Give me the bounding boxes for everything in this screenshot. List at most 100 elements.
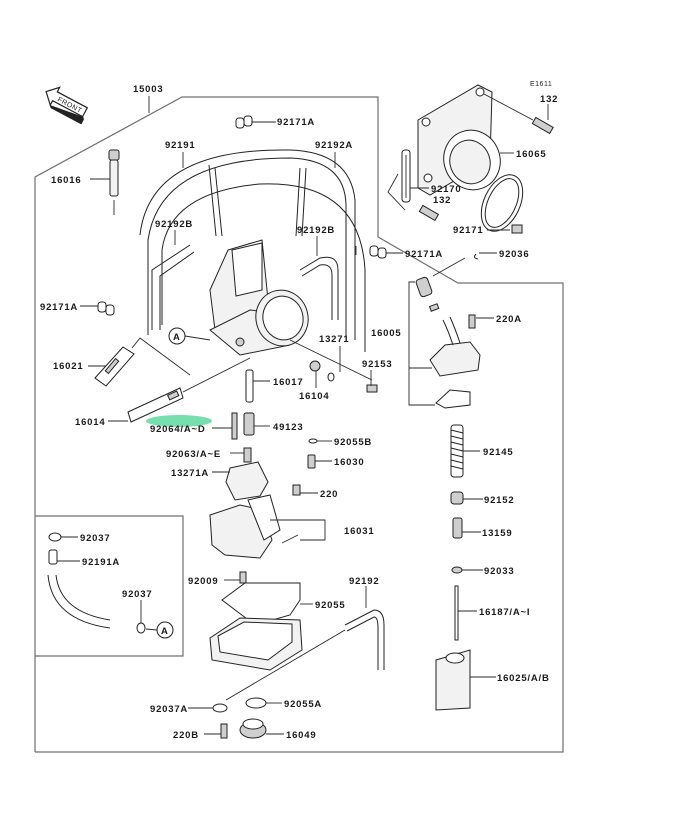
valve-16104[interactable]	[309, 360, 321, 372]
label-92171[interactable]: 92171	[453, 225, 483, 236]
bolt-132-mid[interactable]	[418, 204, 440, 222]
jet-16030[interactable]	[307, 454, 316, 469]
label-16104[interactable]: 16104	[299, 391, 329, 402]
plug-16049[interactable]	[239, 718, 267, 739]
label-92192A[interactable]: 92192A	[315, 140, 353, 151]
label-15003[interactable]: 15003	[133, 84, 163, 95]
label-92192[interactable]: 92192	[349, 576, 379, 587]
label-13271[interactable]: 13271	[319, 334, 349, 345]
retainer-92152[interactable]	[450, 491, 464, 505]
screw-92153[interactable]	[366, 384, 378, 393]
top-cap-16005[interactable]	[408, 276, 481, 409]
label-16025[interactable]: 16025/A/B	[497, 673, 550, 684]
reference-code: E1611	[530, 81, 552, 88]
label-92191A[interactable]: 92191A	[82, 557, 120, 568]
label-16187[interactable]: 16187/A~I	[479, 607, 530, 618]
clamp-92171[interactable]	[473, 168, 531, 238]
label-92152[interactable]: 92152	[484, 495, 514, 506]
label-16030[interactable]: 16030	[334, 457, 364, 468]
screw-16014[interactable]	[127, 357, 251, 423]
screw-16021[interactable]	[94, 337, 191, 387]
label-16014[interactable]: 16014	[75, 417, 105, 428]
label-92192B-right[interactable]: 92192B	[297, 225, 335, 236]
hose-92192[interactable]	[225, 609, 385, 701]
label-92145[interactable]: 92145	[483, 447, 513, 458]
assembly-frame	[34, 96, 564, 753]
label-92033[interactable]: 92033	[484, 566, 514, 577]
clip-92033[interactable]	[451, 566, 463, 574]
cap-92037-mid[interactable]	[136, 622, 146, 634]
label-92192B-left[interactable]: 92192B	[155, 219, 193, 230]
clip-92036[interactable]	[432, 253, 479, 277]
label-92171A-top[interactable]: 92171A	[277, 117, 315, 128]
hose-92191A[interactable]	[47, 549, 111, 629]
clip-92171A-right[interactable]	[369, 245, 387, 259]
screw-220B[interactable]	[220, 723, 228, 739]
label-132-top[interactable]: 132	[540, 94, 558, 105]
clip-92171A-left[interactable]	[97, 301, 115, 316]
cap-92037-top[interactable]	[48, 532, 62, 542]
pilot-jet-92064[interactable]	[231, 412, 238, 440]
label-132-mid[interactable]: 132	[433, 195, 451, 206]
screw-92009[interactable]	[239, 571, 247, 584]
label-92153[interactable]: 92153	[362, 359, 392, 370]
label-92170[interactable]: 92170	[431, 184, 461, 195]
hose-92192A[interactable]	[161, 164, 366, 352]
label-92036[interactable]: 92036	[499, 249, 529, 260]
float-16031[interactable]	[209, 494, 299, 559]
label-92055B[interactable]: 92055B	[334, 437, 372, 448]
label-92009[interactable]: 92009	[188, 576, 218, 587]
label-16021[interactable]: 16021	[53, 361, 83, 372]
choke-plunger-16016[interactable]	[108, 149, 120, 215]
clip-92171A-top[interactable]	[235, 115, 253, 129]
hose-92191[interactable]	[139, 149, 356, 340]
label-220B[interactable]: 220B	[173, 730, 199, 741]
intake-manifold-16065[interactable]	[417, 84, 509, 198]
label-13159[interactable]: 13159	[482, 528, 512, 539]
float-bowl[interactable]	[209, 617, 303, 671]
part-highlight	[146, 415, 212, 427]
front-direction-arrow: FRONT	[45, 86, 89, 125]
label-92037-top[interactable]: 92037	[80, 533, 110, 544]
label-13271A[interactable]: 13271A	[171, 468, 209, 479]
label-220A[interactable]: 220A	[496, 314, 522, 325]
washer-92037A[interactable]	[212, 703, 228, 713]
label-92037-mid[interactable]: 92037	[122, 589, 152, 600]
label-16065[interactable]: 16065	[516, 149, 546, 160]
needle-holder-13159[interactable]	[452, 517, 463, 539]
label-92171A-right[interactable]: 92171A	[405, 249, 443, 260]
screw-220A[interactable]	[468, 314, 476, 329]
hose-92192B-left[interactable]	[151, 244, 195, 330]
o-ring-92055B[interactable]	[308, 438, 318, 444]
label-16005[interactable]: 16005	[371, 328, 401, 339]
label-16049[interactable]: 16049	[286, 730, 316, 741]
needle-jet-16017[interactable]	[245, 369, 254, 403]
carburetor-body[interactable]	[209, 239, 373, 381]
o-ring-92055A[interactable]	[245, 697, 267, 709]
callout-a-inset-text: A	[161, 626, 169, 637]
jet-needle-16187[interactable]	[454, 585, 459, 641]
bolt-132-top[interactable]	[483, 93, 554, 135]
label-92055[interactable]: 92055	[315, 600, 345, 611]
o-ring-13271[interactable]	[327, 372, 335, 382]
label-49123[interactable]: 49123	[273, 422, 303, 433]
screw-220[interactable]	[292, 484, 301, 496]
label-92191[interactable]: 92191	[165, 140, 195, 151]
bracket-92170[interactable]	[387, 149, 411, 211]
label-16017[interactable]: 16017	[273, 377, 303, 388]
label-220[interactable]: 220	[320, 489, 338, 500]
label-16031[interactable]: 16031	[344, 526, 374, 537]
baffle-13271A[interactable]	[225, 461, 269, 501]
hose-92192B-right[interactable]	[299, 256, 339, 320]
part-labels: 15003 16016 92191 92171A 92192A 92192B 9…	[40, 84, 558, 741]
throttle-valve-16025[interactable]	[435, 649, 471, 711]
label-92064[interactable]: 92064/A~D	[150, 424, 206, 435]
label-92063[interactable]: 92063/A~E	[166, 449, 221, 460]
main-jet-92063[interactable]	[243, 447, 252, 463]
label-92037A[interactable]: 92037A	[150, 704, 188, 715]
label-92171A-left[interactable]: 92171A	[40, 302, 78, 313]
label-92055A[interactable]: 92055A	[284, 699, 322, 710]
spring-92145[interactable]	[450, 424, 464, 478]
label-16016[interactable]: 16016	[51, 175, 81, 186]
jet-holder-49123[interactable]	[243, 412, 255, 436]
